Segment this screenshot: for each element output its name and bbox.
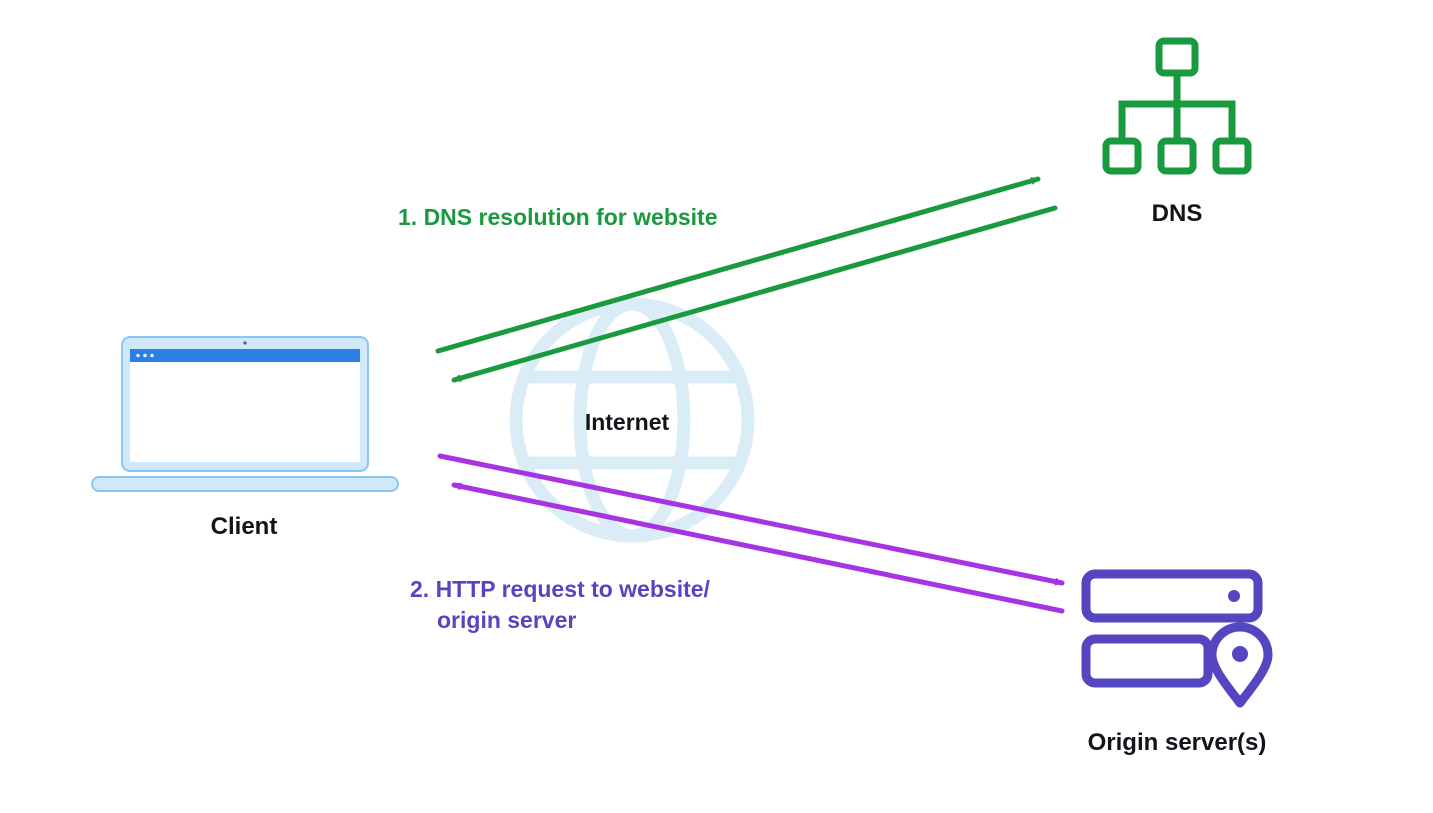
window-dot-2: [143, 353, 147, 358]
window-dot-1: [136, 353, 140, 358]
arrow-dns-to-client: [451, 205, 1058, 383]
dns-tree-icon: [1102, 37, 1252, 175]
server-rack-top: [1081, 569, 1263, 623]
arrow-origin-to-client: [451, 482, 1065, 614]
arrow-client-to-origin: [437, 453, 1065, 586]
dns-leaf-left: [1102, 137, 1142, 175]
client-label: Client: [210, 513, 278, 540]
dns-leaf-middle: [1157, 137, 1197, 175]
dns-leaf-right: [1212, 137, 1252, 175]
origin-server-icon: [1081, 569, 1273, 708]
window-dot-3: [150, 353, 154, 358]
dns-label: DNS: [1151, 200, 1203, 227]
laptop-browser-content: [130, 362, 360, 462]
internet-globe-icon: [509, 297, 755, 543]
http-request-label-line1: 2. HTTP request to website/: [410, 576, 710, 602]
internet-label: Internet: [584, 409, 670, 435]
arrow-client-to-dns: [435, 176, 1041, 354]
dns-root-node: [1155, 37, 1199, 77]
laptop-camera-dot: [243, 341, 247, 345]
http-request-label-line2: origin server: [437, 607, 577, 633]
client-laptop-icon: [91, 336, 399, 492]
http-request-arrows: [437, 453, 1065, 614]
location-pin-dot: [1232, 646, 1248, 662]
location-pin-icon: [1207, 622, 1273, 708]
globe-meridian: [573, 297, 691, 543]
origin-server-label: Origin server(s): [1087, 729, 1267, 756]
laptop-browser-titlebar: [130, 349, 360, 362]
dns-resolution-label: 1. DNS resolution for website: [398, 204, 718, 230]
dns-resolution-arrows: [435, 176, 1058, 383]
server-led-dot: [1228, 590, 1240, 602]
server-rack-bottom: [1081, 634, 1213, 688]
laptop-base: [91, 476, 399, 492]
